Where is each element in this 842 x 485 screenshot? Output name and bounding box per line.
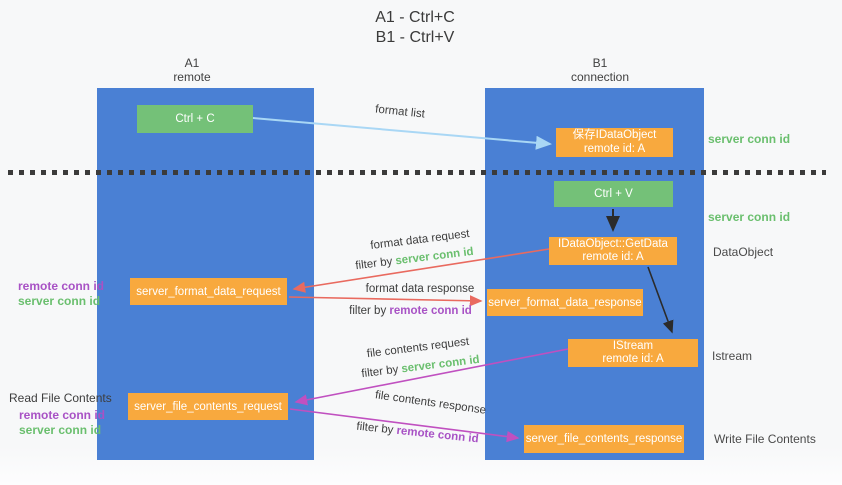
getdata-remote-id: remote id: A <box>582 251 644 263</box>
write-file-contents-annotation: Write File Contents <box>714 432 816 446</box>
server-conn-id-annotation: server conn id <box>19 423 102 437</box>
conn-id-stack-mid: remote conn id server conn id <box>18 279 104 309</box>
column-header-a1: A1 remote <box>142 56 242 84</box>
idataobject-getdata-node: IDataObject::GetData remote id: A <box>549 237 677 265</box>
save-idataobject-title: 保存IDataObject <box>572 129 657 141</box>
column-b1-name: B1 <box>592 56 608 70</box>
conn-id-stack-bottom: remote conn id server conn id <box>19 408 105 438</box>
filter-by-text: filter by <box>349 305 390 317</box>
filter-by-remote-conn-id-label-2: filter by remote conn id <box>345 419 490 446</box>
server-file-contents-response-node: server_file_contents_response <box>524 425 684 453</box>
getdata-title: IDataObject::GetData <box>558 237 668 250</box>
file-contents-response-label: file contents response <box>374 389 487 417</box>
title-line-ctrl-v: B1 - Ctrl+V <box>375 29 455 46</box>
remote-conn-id-annotation: remote conn id <box>18 279 105 293</box>
istream-title: IStream <box>612 339 654 352</box>
column-b1-role: connection <box>570 70 630 84</box>
column-a1-role: remote <box>173 70 211 84</box>
server-conn-id-annotation-top: server conn id <box>708 132 791 146</box>
column-header-b1: B1 connection <box>550 56 650 84</box>
dataobject-annotation: DataObject <box>713 245 774 259</box>
column-a1-name: A1 <box>184 56 200 70</box>
server-conn-id-annotation: server conn id <box>18 294 101 308</box>
server-file-contents-request-node: server_file_contents_request <box>128 393 288 420</box>
istream-remote-id: remote id: A <box>602 353 664 365</box>
istream-annotation: Istream <box>712 349 753 363</box>
format-list-label: format list <box>374 103 426 121</box>
save-idataobject-remote-id: remote id: A <box>583 142 646 155</box>
save-idataobject-node: 保存IDataObject remote id: A <box>556 128 673 157</box>
remote-conn-id-annotation: remote conn id <box>19 408 106 422</box>
server-format-data-response-node: server_format_data_response <box>487 289 643 316</box>
filter-by-text: filter by <box>354 255 397 273</box>
filter-by-remote-conn-id-label-1: filter by remote conn id <box>338 305 483 317</box>
server-format-data-request-node: server_format_data_request <box>130 278 287 305</box>
filter-by-text: filter by <box>360 363 403 381</box>
server-conn-id-annotation-mid: server conn id <box>708 210 791 224</box>
ctrl-v-node: Ctrl + V <box>554 181 673 207</box>
remote-conn-id-text: remote conn id <box>395 424 480 446</box>
filter-by-text: filter by <box>355 420 398 437</box>
format-data-response-arrow <box>288 295 483 307</box>
istream-node: IStream remote id: A <box>568 339 698 367</box>
title-line-ctrl-c: A1 - Ctrl+C <box>375 9 455 26</box>
read-file-contents-annotation: Read File Contents <box>9 391 112 405</box>
phase-divider-dotted-line <box>8 170 826 175</box>
server-conn-id-text: server conn id <box>400 353 481 376</box>
diagram-title: A1 - Ctrl+C B1 - Ctrl+V <box>320 8 510 48</box>
format-data-response-label: format data response <box>365 283 475 295</box>
ctrl-c-node: Ctrl + C <box>137 105 253 133</box>
server-conn-id-text: server conn id <box>394 245 475 268</box>
remote-conn-id-text: remote conn id <box>389 305 472 317</box>
